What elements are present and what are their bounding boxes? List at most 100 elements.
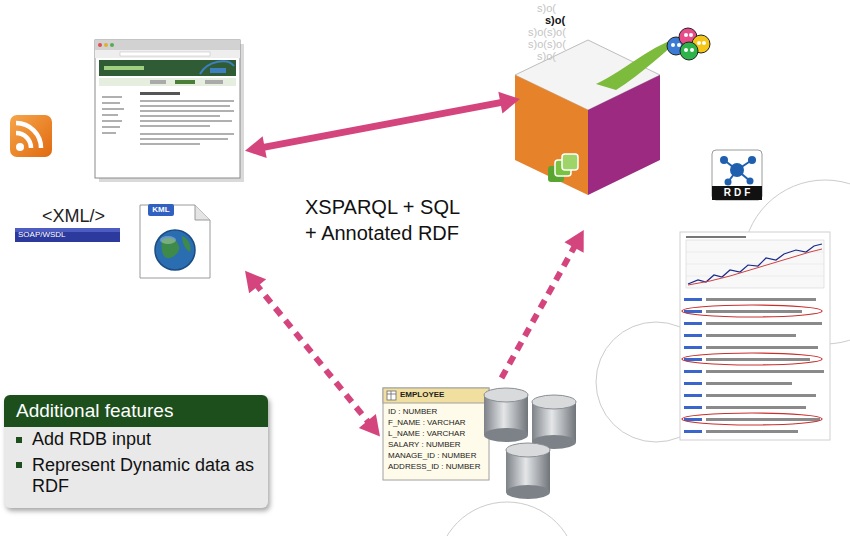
kml-file-icon	[140, 205, 210, 278]
ghost-mark: s)o(s)o(	[528, 38, 566, 50]
web-page-screenshot-part-part	[102, 126, 120, 128]
kml-file-icon-part	[160, 236, 176, 244]
web-page-screenshot-part-part	[102, 96, 122, 98]
people-icon-part-part	[684, 48, 688, 52]
stock-page-screenshot-part-part	[684, 298, 702, 301]
stock-page-screenshot-part-part	[684, 406, 702, 409]
connector-line	[502, 244, 576, 378]
stock-page-screenshot-part	[680, 232, 830, 440]
stock-page-screenshot-part-part	[706, 430, 798, 433]
rss-icon-part	[16, 123, 41, 148]
stock-page-screenshot-part-part	[706, 406, 806, 409]
stock-page-screenshot-part	[684, 298, 702, 433]
web-page-screenshot-part	[200, 61, 234, 74]
rss-icon-part	[16, 133, 31, 148]
rdf-icon-part-part	[730, 163, 744, 177]
rss-icon-part	[16, 143, 24, 151]
block-title: Additional features	[4, 395, 268, 427]
linked-data-icon-part	[562, 154, 578, 170]
employee-table-frame-part	[383, 388, 489, 403]
format-label: <XML/>	[42, 206, 105, 227]
table-column: ID : NUMBER	[388, 406, 437, 417]
connector-caption: XSPARQL + SQL + Annotated RDF	[305, 194, 471, 246]
rdf-icon-part-part	[725, 179, 732, 186]
web-page-screenshot-part-part	[102, 108, 124, 110]
database-cylinders	[484, 388, 576, 499]
stock-page-screenshot-part-part	[706, 346, 818, 349]
stock-page-screenshot-part-part	[684, 394, 702, 397]
web-page-screenshot-part	[99, 78, 236, 86]
web-page-screenshot-part	[210, 68, 226, 73]
stock-page-screenshot-part-part	[684, 334, 702, 337]
web-page-screenshot-part	[110, 43, 114, 47]
employee-table-frame	[383, 388, 489, 480]
table-name: EMPLOYEE	[400, 389, 444, 401]
connector-line	[255, 283, 370, 424]
rdf-icon	[712, 150, 762, 200]
kml-file-icon-part	[155, 230, 195, 270]
semantic-web-cube-part	[588, 75, 660, 195]
web-page-screenshot-part	[99, 60, 236, 76]
stock-page-screenshot-part	[688, 244, 822, 284]
rdf-icon-part	[712, 186, 762, 200]
people-icon-part-part	[702, 41, 706, 45]
file-type-tab: KML	[148, 204, 174, 216]
stock-page-screenshot-part-part	[684, 310, 702, 313]
rss-icon-part	[10, 115, 52, 157]
service-label: SOAP/WSDL	[18, 229, 66, 241]
arrow-head	[564, 230, 583, 253]
stock-page-screenshot-part-part	[686, 276, 824, 277]
database-cylinders-part	[484, 428, 528, 442]
rdf-icon-part-part	[747, 178, 754, 185]
stock-page-screenshot-part-part	[706, 418, 820, 421]
employee-table-frame-part	[387, 391, 396, 400]
connector-line	[261, 102, 505, 148]
web-page-screenshot-part	[98, 43, 102, 47]
feature-item: Represent Dynamic data as RDF	[4, 453, 268, 500]
stock-page-screenshot-part-part	[684, 418, 702, 421]
rss-icon	[10, 115, 52, 157]
database-cylinders-part	[484, 388, 528, 402]
web-page-screenshot-part-part	[140, 92, 180, 95]
web-page-screenshot-part-part	[140, 138, 228, 140]
web-page-screenshot-part	[95, 50, 240, 58]
people-icon	[667, 28, 710, 60]
people-icon-part-part	[689, 33, 693, 37]
semantic-web-cube-part	[515, 75, 588, 195]
dotted-arrow	[502, 230, 584, 378]
soap-bar-part	[15, 228, 120, 242]
kml-file-icon-part	[182, 236, 191, 252]
employee-table-frame-part	[391, 391, 392, 400]
web-page-screenshot-part-part	[140, 143, 200, 145]
people-icon-part	[680, 42, 698, 60]
people-icon-part-part	[684, 33, 688, 37]
web-page-screenshot-part	[102, 92, 234, 145]
web-page-screenshot-part	[150, 80, 166, 84]
background-circles	[437, 180, 850, 536]
stock-page-screenshot-part-part	[706, 322, 822, 325]
people-icon-part	[671, 33, 706, 52]
database-cylinders-part	[506, 443, 550, 457]
stock-page-screenshot-part-part	[684, 322, 702, 325]
stock-page-screenshot-part-part	[684, 346, 702, 349]
web-page-screenshot-part-part	[140, 125, 210, 127]
rdf-icon-part	[720, 156, 756, 186]
web-page-screenshot-part	[95, 40, 240, 50]
people-icon-part-part	[671, 43, 675, 47]
rdf-icon-part-part	[748, 156, 756, 164]
rdf-icon-part-part	[720, 156, 728, 164]
kml-file-icon-part	[195, 205, 210, 220]
stock-page-screenshot-part-part	[706, 382, 792, 385]
web-page-screenshot-part	[104, 43, 108, 47]
stock-page-screenshot-part-part	[684, 430, 702, 433]
table-column: SALARY : NUMBER	[388, 439, 461, 450]
web-page-screenshot-part	[104, 66, 144, 70]
database-cylinders-part	[532, 395, 576, 409]
people-icon-part-part	[697, 41, 701, 45]
employee-table-frame-part	[387, 394, 396, 395]
linked-data-icon	[548, 154, 578, 182]
kml-file-icon-part	[155, 230, 195, 270]
arrow-head	[359, 414, 380, 436]
feature-item: Add RDB input	[4, 427, 268, 453]
